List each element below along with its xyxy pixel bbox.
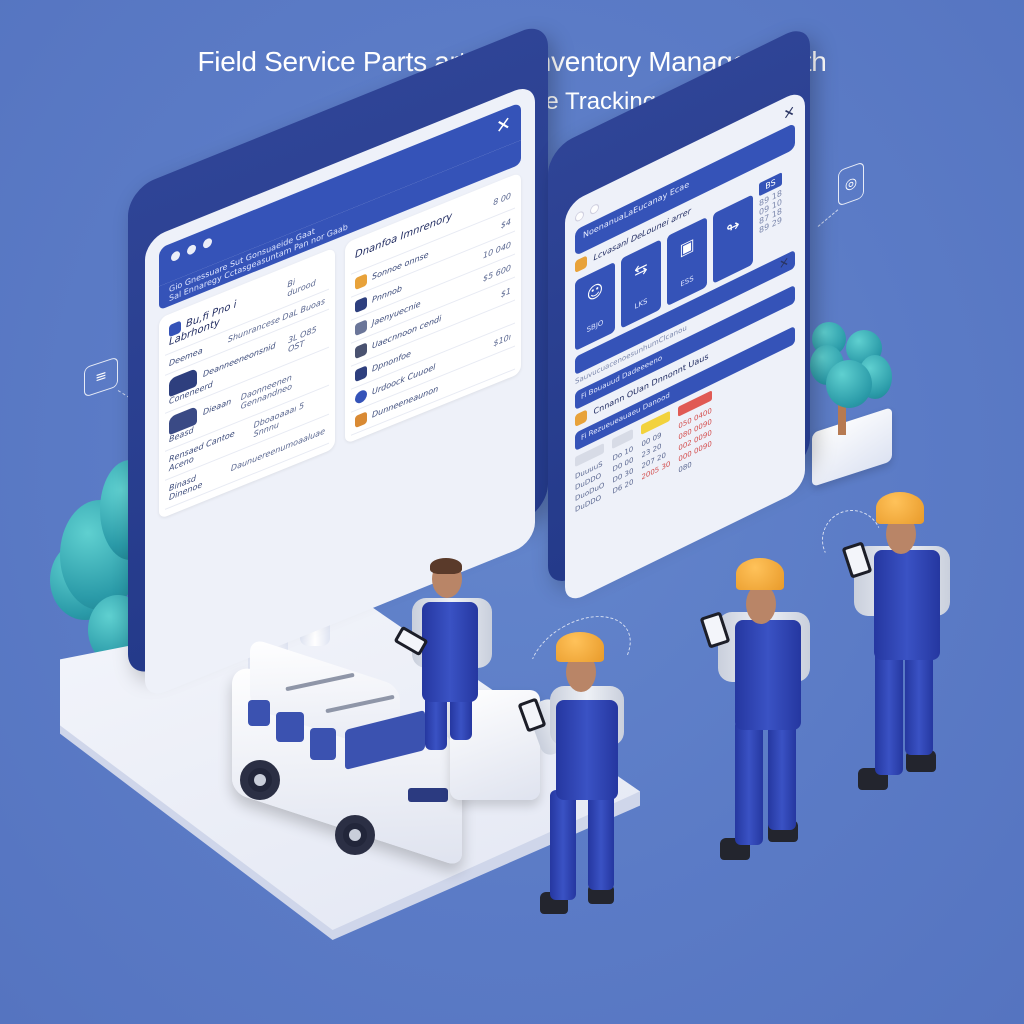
box-icon	[355, 296, 367, 314]
crate-icon	[355, 411, 367, 429]
document-list-icon: ≡	[84, 356, 118, 398]
close-icon[interactable]: ✕	[495, 112, 511, 140]
tool-icon	[355, 342, 367, 360]
lock-icon	[355, 365, 367, 383]
window-controls	[171, 236, 212, 263]
worker-icon	[575, 409, 587, 428]
window-dot[interactable]	[171, 249, 180, 263]
tile-technician[interactable]: ☺ SBJO	[575, 261, 615, 352]
globe-icon	[355, 388, 367, 406]
mini-table: BS 89 18 09 10 87 18 89 29	[759, 172, 782, 261]
camera-icon: ◎	[838, 161, 864, 207]
worker-icon	[355, 273, 367, 291]
tile-parts[interactable]: ▣ ESS	[667, 216, 707, 307]
window-dot[interactable]	[203, 236, 212, 250]
window-dot[interactable]	[590, 201, 599, 216]
connector-line	[817, 209, 839, 227]
window-dot[interactable]	[575, 209, 584, 223]
close-icon[interactable]: ✕	[783, 102, 795, 125]
gear-icon	[355, 319, 367, 337]
window-dot[interactable]	[187, 243, 196, 257]
tile-transfer[interactable]: ⇆ LKS	[621, 239, 661, 329]
close-icon[interactable]: ✕	[778, 253, 789, 273]
tile-route[interactable]: ↬	[713, 194, 753, 284]
